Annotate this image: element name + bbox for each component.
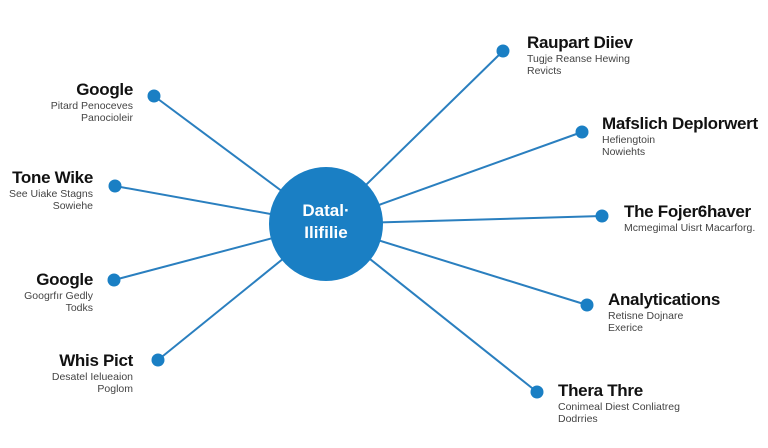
node-subtitle: Poglom bbox=[97, 383, 133, 395]
node-title: Whis Pict bbox=[59, 351, 133, 370]
node-label-google-2: Google Googrfır Gedly Todks bbox=[24, 270, 93, 314]
node-subtitle: Todks bbox=[65, 302, 93, 314]
node-dot bbox=[108, 179, 122, 193]
node-label-fojer: The Fojer6haver Mcmegimal Uisrt Macarfor… bbox=[624, 202, 755, 234]
node-title: Google bbox=[76, 80, 133, 99]
node-subtitle: Desatel Ielueaion bbox=[51, 371, 133, 383]
node-dot bbox=[107, 273, 121, 287]
node-dot bbox=[580, 298, 594, 312]
hub-label: Datal· Ilifilie bbox=[269, 200, 383, 244]
node-dot bbox=[147, 89, 161, 103]
node-label-tone-wike: Tone Wike See Uiake Stagns Sowiehe bbox=[9, 168, 93, 212]
hub-circle bbox=[269, 167, 383, 281]
node-subtitle: Nowiehts bbox=[602, 146, 646, 158]
node-subtitle: Retisne Dojnare bbox=[608, 310, 684, 322]
node-dot bbox=[595, 209, 609, 223]
node-label-mafslich: Mafslich Deplorwert Hefiengtoin Nowiehts bbox=[602, 114, 758, 158]
hub-label-line1: Datal· bbox=[302, 201, 350, 220]
node-title: Raupart Diiev bbox=[527, 33, 633, 52]
node-subtitle: Sowiehe bbox=[52, 200, 93, 212]
node-dot bbox=[575, 125, 589, 139]
node-title: Thera Thre bbox=[558, 381, 643, 400]
node-dot bbox=[496, 44, 510, 58]
node-dot bbox=[151, 353, 165, 367]
node-subtitle: Revicts bbox=[527, 65, 562, 77]
node-subtitle: Exerice bbox=[608, 322, 644, 334]
node-title: Analytications bbox=[608, 290, 720, 309]
node-label-thera-thre: Thera Thre Conimeal Diest Conliatreg Dod… bbox=[558, 381, 680, 425]
node-label-analytications: Analytications Retisne Dojnare Exerice bbox=[608, 290, 720, 334]
node-subtitle: Dodrries bbox=[558, 413, 598, 425]
node-subtitle: Pitard Penoceves bbox=[50, 100, 133, 112]
node-dot bbox=[530, 385, 544, 399]
node-subtitle: See Uiake Stagns bbox=[8, 188, 93, 200]
node-subtitle: Hefiengtoin bbox=[602, 134, 656, 146]
node-title: Mafslich Deplorwert bbox=[602, 114, 758, 133]
node-subtitle: Mcmegimal Uisrt Macarforg. bbox=[624, 222, 756, 234]
node-label-google-1: Google Pitard Penoceves Panocioleir bbox=[50, 80, 134, 124]
node-subtitle: Googrfır Gedly bbox=[24, 290, 93, 302]
hub-label-line2: Ilifilie bbox=[304, 223, 348, 242]
node-label-whis-pict: Whis Pict Desatel Ielueaion Poglom bbox=[52, 351, 133, 395]
node-title: Tone Wike bbox=[12, 168, 93, 187]
node-title: The Fojer6haver bbox=[624, 202, 751, 221]
node-subtitle: Tugje Reanse Hewing bbox=[527, 53, 630, 65]
node-subtitle: Panocioleir bbox=[81, 112, 133, 124]
node-title: Google bbox=[36, 270, 93, 289]
node-label-raupart: Raupart Diiev Tugje Reanse Hewing Revict… bbox=[527, 33, 633, 77]
node-subtitle: Conimeal Diest Conliatreg bbox=[558, 401, 680, 413]
